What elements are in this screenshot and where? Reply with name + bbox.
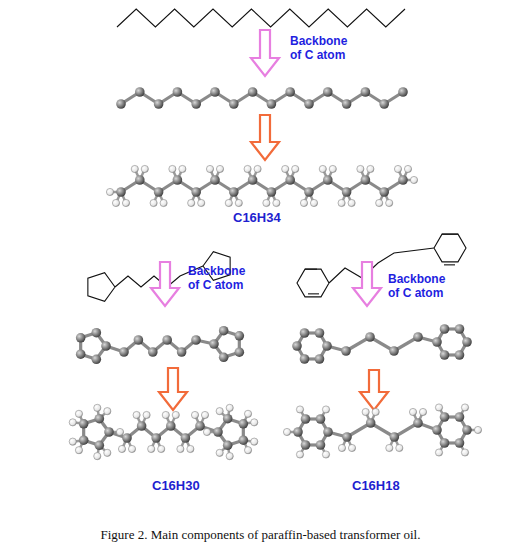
carbon-backbone: [76, 326, 244, 364]
process-arrow: [251, 30, 279, 76]
process-arrow: [360, 370, 388, 410]
process-arrow: [353, 262, 381, 306]
skeletal-formula: [117, 9, 405, 27]
molecular-formula: C16H18: [352, 478, 400, 493]
process-arrow: [251, 115, 279, 160]
process-arrow: [151, 262, 179, 306]
ball-stick-model: [283, 404, 481, 458]
molecular-formula: C16H30: [152, 478, 200, 493]
carbon-backbone: [292, 324, 472, 364]
ball-stick-model: [69, 404, 258, 459]
arrow-label: Backbone of C atom: [388, 272, 454, 300]
molecular-formula: C16H34: [233, 210, 281, 225]
carbon-backbone: [116, 87, 408, 109]
process-arrow: [159, 368, 187, 410]
ball-stick-model: [106, 165, 417, 206]
figure-caption: Figure 2. Main components of paraffin-ba…: [101, 527, 421, 543]
arrow-label: Backbone of C atom: [290, 34, 356, 62]
arrow-label: Backbone of C atom: [188, 264, 254, 292]
